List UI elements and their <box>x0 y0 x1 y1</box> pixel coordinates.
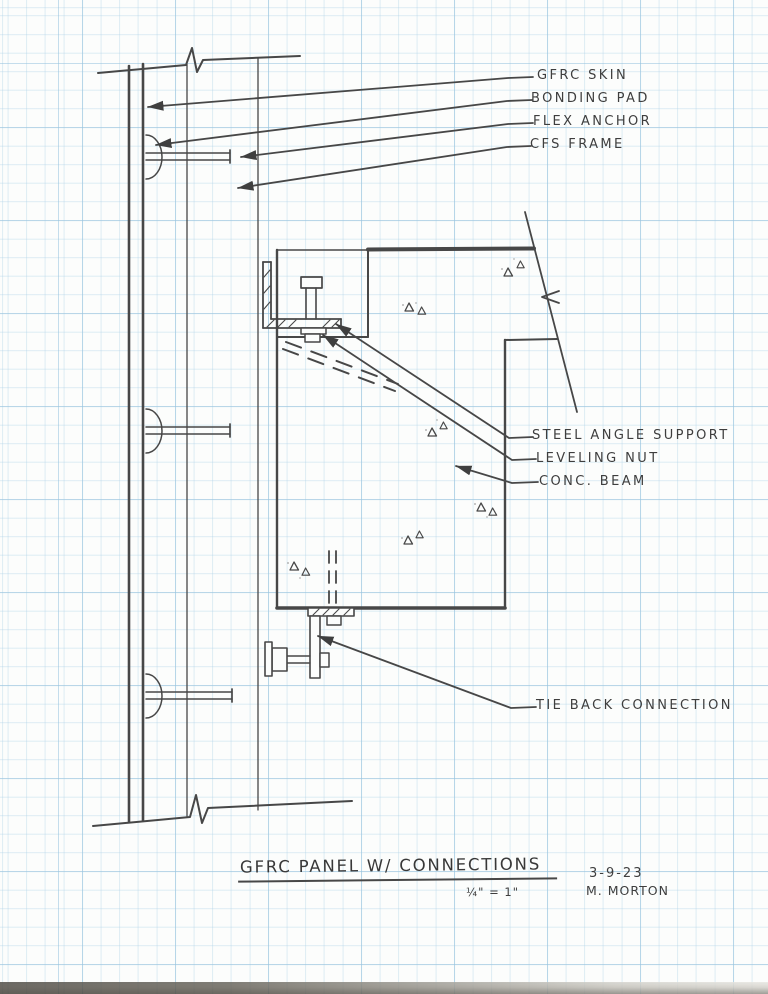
leader-tie-back <box>317 635 537 709</box>
break-chevron <box>541 290 560 304</box>
tie-back-assembly <box>264 607 355 679</box>
leader-bonding-pad <box>155 99 533 149</box>
drawing-title: GFRC PANEL W/ CONNECTIONS <box>237 854 558 883</box>
callout-cfs-frame: CFS FRAME <box>530 137 625 152</box>
bonding-pad-arc <box>145 134 163 180</box>
steel-angle-shape <box>262 261 342 329</box>
embedded-anchor-rod <box>328 550 337 607</box>
callout-leveling-nut: LEVELING NUT <box>536 451 660 466</box>
drawing-scale: ¼" = 1" <box>466 885 519 899</box>
leveling-bolt <box>300 276 327 343</box>
leader-lines <box>147 76 539 709</box>
leader-cfs-frame <box>237 145 532 191</box>
callout-tie-back-connection: TIE BACK CONNECTION <box>536 698 733 713</box>
leader-gfrc-skin <box>147 76 534 111</box>
callout-gfrc-skin: GFRC SKIN <box>537 68 629 83</box>
drawing-date: 3-9-23 <box>589 866 644 881</box>
leader-leveling-nut <box>322 334 537 461</box>
scan-shadow-edge <box>0 982 768 994</box>
hidden-shim-lines <box>282 341 399 392</box>
callout-bonding-pad: BONDING PAD <box>531 91 650 106</box>
aggregate-symbol <box>287 258 525 579</box>
flex-anchor-top <box>145 134 231 180</box>
bonding-pad-arc <box>145 673 163 719</box>
top-break-line <box>97 47 301 74</box>
bonding-pad-arc <box>145 408 163 454</box>
callout-steel-angle-support: STEEL ANGLE SUPPORT <box>532 428 730 443</box>
flex-anchor-middle <box>145 408 231 454</box>
callout-conc-beam: CONC. BEAM <box>539 474 647 489</box>
callout-flex-anchor: FLEX ANCHOR <box>533 114 653 129</box>
drawing-author: M. MORTON <box>586 883 669 898</box>
leader-steel-angle-support <box>335 323 534 439</box>
conc-beam-outline <box>275 211 578 610</box>
cfs-frame-line <box>186 57 259 817</box>
gfrc-skin-shape <box>127 62 145 824</box>
leader-flex-anchor <box>240 122 534 161</box>
flex-anchor-bottom <box>145 673 233 719</box>
bottom-break-line <box>92 794 353 827</box>
leader-conc-beam <box>455 465 539 484</box>
diagonal-break-line <box>524 211 578 413</box>
angle-hatch <box>263 269 340 328</box>
